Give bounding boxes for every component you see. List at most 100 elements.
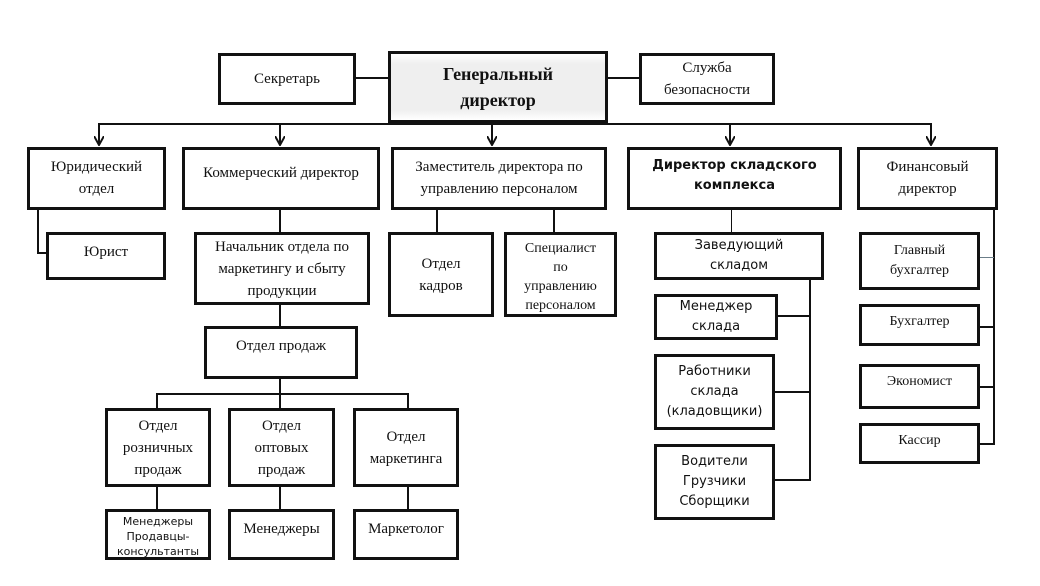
connector-finance-economist	[979, 386, 994, 388]
node-label: Отдел	[262, 417, 301, 434]
node-hr-specialist[interactable]: Специалист по управлению персоналом	[504, 232, 617, 317]
node-chief-accountant[interactable]: Главный бухгалтер	[859, 232, 980, 290]
connector-main-bus	[98, 123, 932, 125]
connector-sales-bus	[156, 393, 409, 395]
node-drivers-loaders-pickers[interactable]: Водители Грузчики Сборщики	[654, 444, 775, 520]
node-wholesale-sales-department[interactable]: Отдел оптовых продаж	[228, 408, 335, 487]
node-label: Отдел	[138, 417, 178, 434]
node-personnel-department[interactable]: Отдел кадров	[388, 232, 494, 317]
node-label: Секретарь	[253, 71, 321, 87]
node-general-director[interactable]: Генеральный директор	[388, 51, 608, 123]
arrow-down-icon	[926, 136, 936, 146]
connector-warehouse-drivers	[774, 479, 810, 481]
node-label: Заведующий	[694, 238, 784, 253]
node-security[interactable]: Служба безопасности	[639, 53, 775, 105]
node-lawyer[interactable]: Юрист	[46, 232, 166, 280]
node-accountant[interactable]: Бухгалтер	[859, 304, 980, 346]
node-warehouse-workers[interactable]: Работники склада (кладовщики)	[654, 354, 775, 430]
connector-warehouse-head	[731, 209, 732, 233]
node-label: управлению персоналом	[420, 181, 578, 197]
node-marketing-sales-head[interactable]: Начальник отдела по маркетингу и сбыту п…	[194, 232, 370, 305]
node-label: директор	[898, 181, 957, 197]
node-label: Юрист	[83, 244, 129, 260]
node-label: Отдел	[421, 255, 461, 272]
connector-legal-lawyer-h	[37, 252, 47, 254]
node-label: Менеджеры	[243, 521, 320, 537]
node-label: Финансовый	[886, 159, 969, 175]
node-label: продукции	[247, 282, 317, 299]
connector-retail-staff	[156, 486, 158, 510]
node-label: бухгалтер	[890, 263, 949, 278]
node-label: Юридический	[50, 159, 143, 175]
connector-gd-security	[607, 77, 640, 79]
node-sales-department[interactable]: Отдел продаж	[204, 326, 358, 379]
node-label: Грузчики	[682, 474, 747, 489]
node-label: комплекса	[693, 178, 775, 193]
node-legal-department[interactable]: Юридический отдел	[27, 147, 166, 210]
connector-secretary-gd	[355, 77, 389, 79]
node-label: Продавцы-	[126, 530, 190, 543]
connector-warehouse-v	[809, 279, 811, 481]
arrow-down-icon	[94, 136, 104, 146]
node-warehouse-director[interactable]: Директор складского комплекса	[627, 147, 842, 210]
node-label: маркетингу и сбыту	[218, 260, 346, 277]
node-finance-director[interactable]: Финансовый директор	[857, 147, 998, 210]
node-hr-deputy-director[interactable]: Заместитель директора по управлению перс…	[391, 147, 607, 210]
node-label: управлению	[524, 279, 597, 294]
connector-drop-wholesale	[279, 393, 281, 409]
node-label: (кладовщики)	[666, 404, 763, 419]
arrow-down-icon	[487, 136, 497, 146]
connector-hr-personnel	[436, 209, 438, 233]
node-label: Служба	[682, 60, 732, 76]
node-label: оптовых	[254, 439, 309, 456]
node-label: Директор складского	[652, 158, 817, 173]
node-label: директор	[460, 90, 536, 110]
node-retail-sales-department[interactable]: Отдел розничных продаж	[105, 408, 211, 487]
node-label: безопасности	[663, 82, 751, 98]
connector-marketing-staff	[407, 486, 409, 510]
arrow-down-icon	[275, 136, 285, 146]
node-label: кадров	[419, 277, 463, 294]
node-label: консультанты	[116, 545, 200, 558]
node-label: Заместитель директора по	[415, 159, 583, 175]
arrow-down-icon	[725, 136, 735, 146]
node-cashier[interactable]: Кассир	[859, 423, 980, 464]
connector-drop-marketing	[407, 393, 409, 409]
connector-finance-chief	[979, 257, 994, 258]
node-label: Главный	[893, 243, 946, 258]
node-label: Сборщики	[679, 494, 750, 509]
connector-sales-stem	[279, 378, 281, 395]
node-label: Менеджеры	[122, 515, 194, 528]
node-label: Коммерческий директор	[203, 165, 359, 181]
connector-drop-legal	[98, 123, 100, 145]
connector-finance-cashier	[979, 443, 994, 445]
connector-legal-lawyer-v	[37, 209, 39, 254]
connector-head-sales	[279, 304, 281, 327]
node-label: склада	[690, 384, 739, 399]
node-label: Бухгалтер	[889, 314, 950, 329]
node-label: Генеральный	[442, 64, 553, 84]
connector-drop-commercial	[279, 123, 281, 145]
connector-commercial-head	[279, 209, 281, 233]
node-label: персоналом	[525, 298, 596, 313]
node-retail-staff[interactable]: Менеджеры Продавцы- консультанты	[105, 509, 211, 560]
node-marketing-department[interactable]: Отдел маркетинга	[353, 408, 459, 487]
connector-finance-accountant	[979, 326, 994, 328]
node-wholesale-managers[interactable]: Менеджеры	[228, 509, 335, 560]
node-label: Менеджер	[679, 299, 753, 314]
node-label: Маркетолог	[368, 521, 444, 537]
connector-drop-warehouse	[729, 123, 731, 145]
node-warehouse-head[interactable]: Заведующий складом	[654, 232, 824, 280]
node-marketer[interactable]: Маркетолог	[353, 509, 459, 560]
node-label: Водители	[681, 454, 748, 469]
node-label: складом	[709, 258, 769, 273]
connector-drop-hr	[491, 123, 493, 145]
node-economist[interactable]: Экономист	[859, 364, 980, 409]
connector-finance-v	[993, 209, 995, 445]
node-label: Начальник отдела по	[214, 238, 349, 255]
node-secretary[interactable]: Секретарь	[218, 53, 356, 105]
node-label: Кассир	[898, 433, 941, 448]
connector-drop-retail	[156, 393, 158, 409]
node-warehouse-manager[interactable]: Менеджер склада	[654, 294, 778, 340]
node-commercial-director[interactable]: Коммерческий директор	[182, 147, 380, 210]
